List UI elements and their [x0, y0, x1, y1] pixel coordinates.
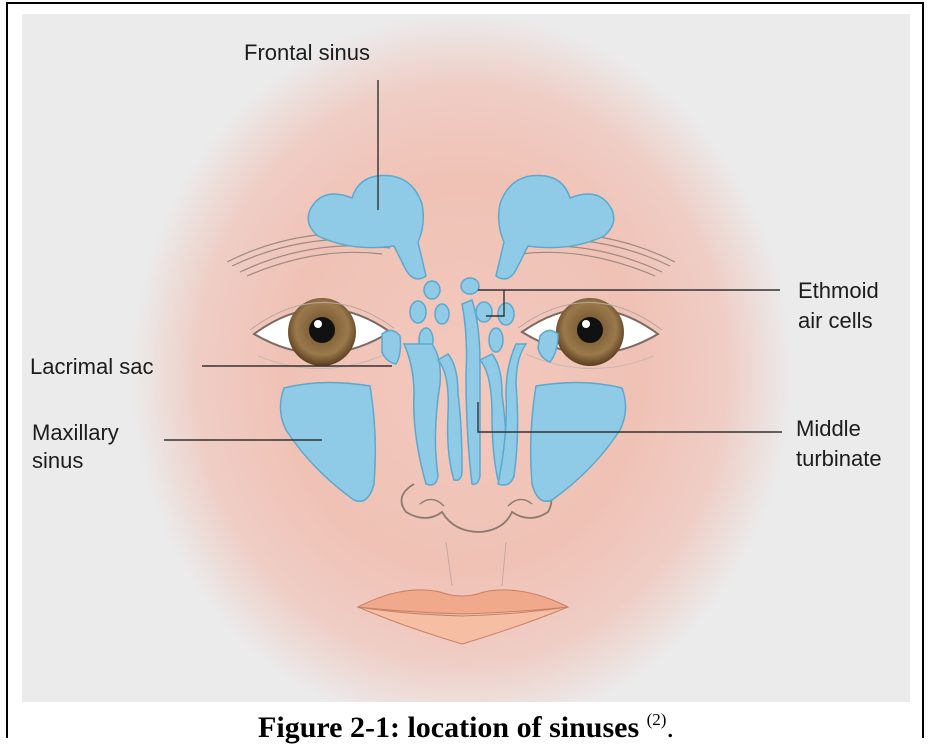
label-maxillary-line1: Maxillary: [32, 420, 119, 445]
label-lacrimal-sac: Lacrimal sac: [30, 354, 153, 379]
caption-reference: (2): [647, 710, 667, 729]
label-ethmoid-line2: air cells: [798, 308, 873, 333]
label-maxillary-line2: sinus: [32, 448, 83, 473]
label-middle-line2: turbinate: [796, 446, 882, 471]
figure-caption: Figure 2-1: location of sinuses (2).: [0, 700, 932, 740]
label-frontal-sinus: Frontal sinus: [244, 40, 370, 65]
caption-tail: .: [666, 711, 674, 744]
caption-text: Figure 2-1: location of sinuses: [258, 711, 639, 744]
label-ethmoid-line1: Ethmoid: [798, 278, 879, 303]
sinus-diagram: Frontal sinus Ethmoid air cells Lacrimal…: [22, 14, 910, 702]
label-middle-line1: Middle: [796, 416, 861, 441]
